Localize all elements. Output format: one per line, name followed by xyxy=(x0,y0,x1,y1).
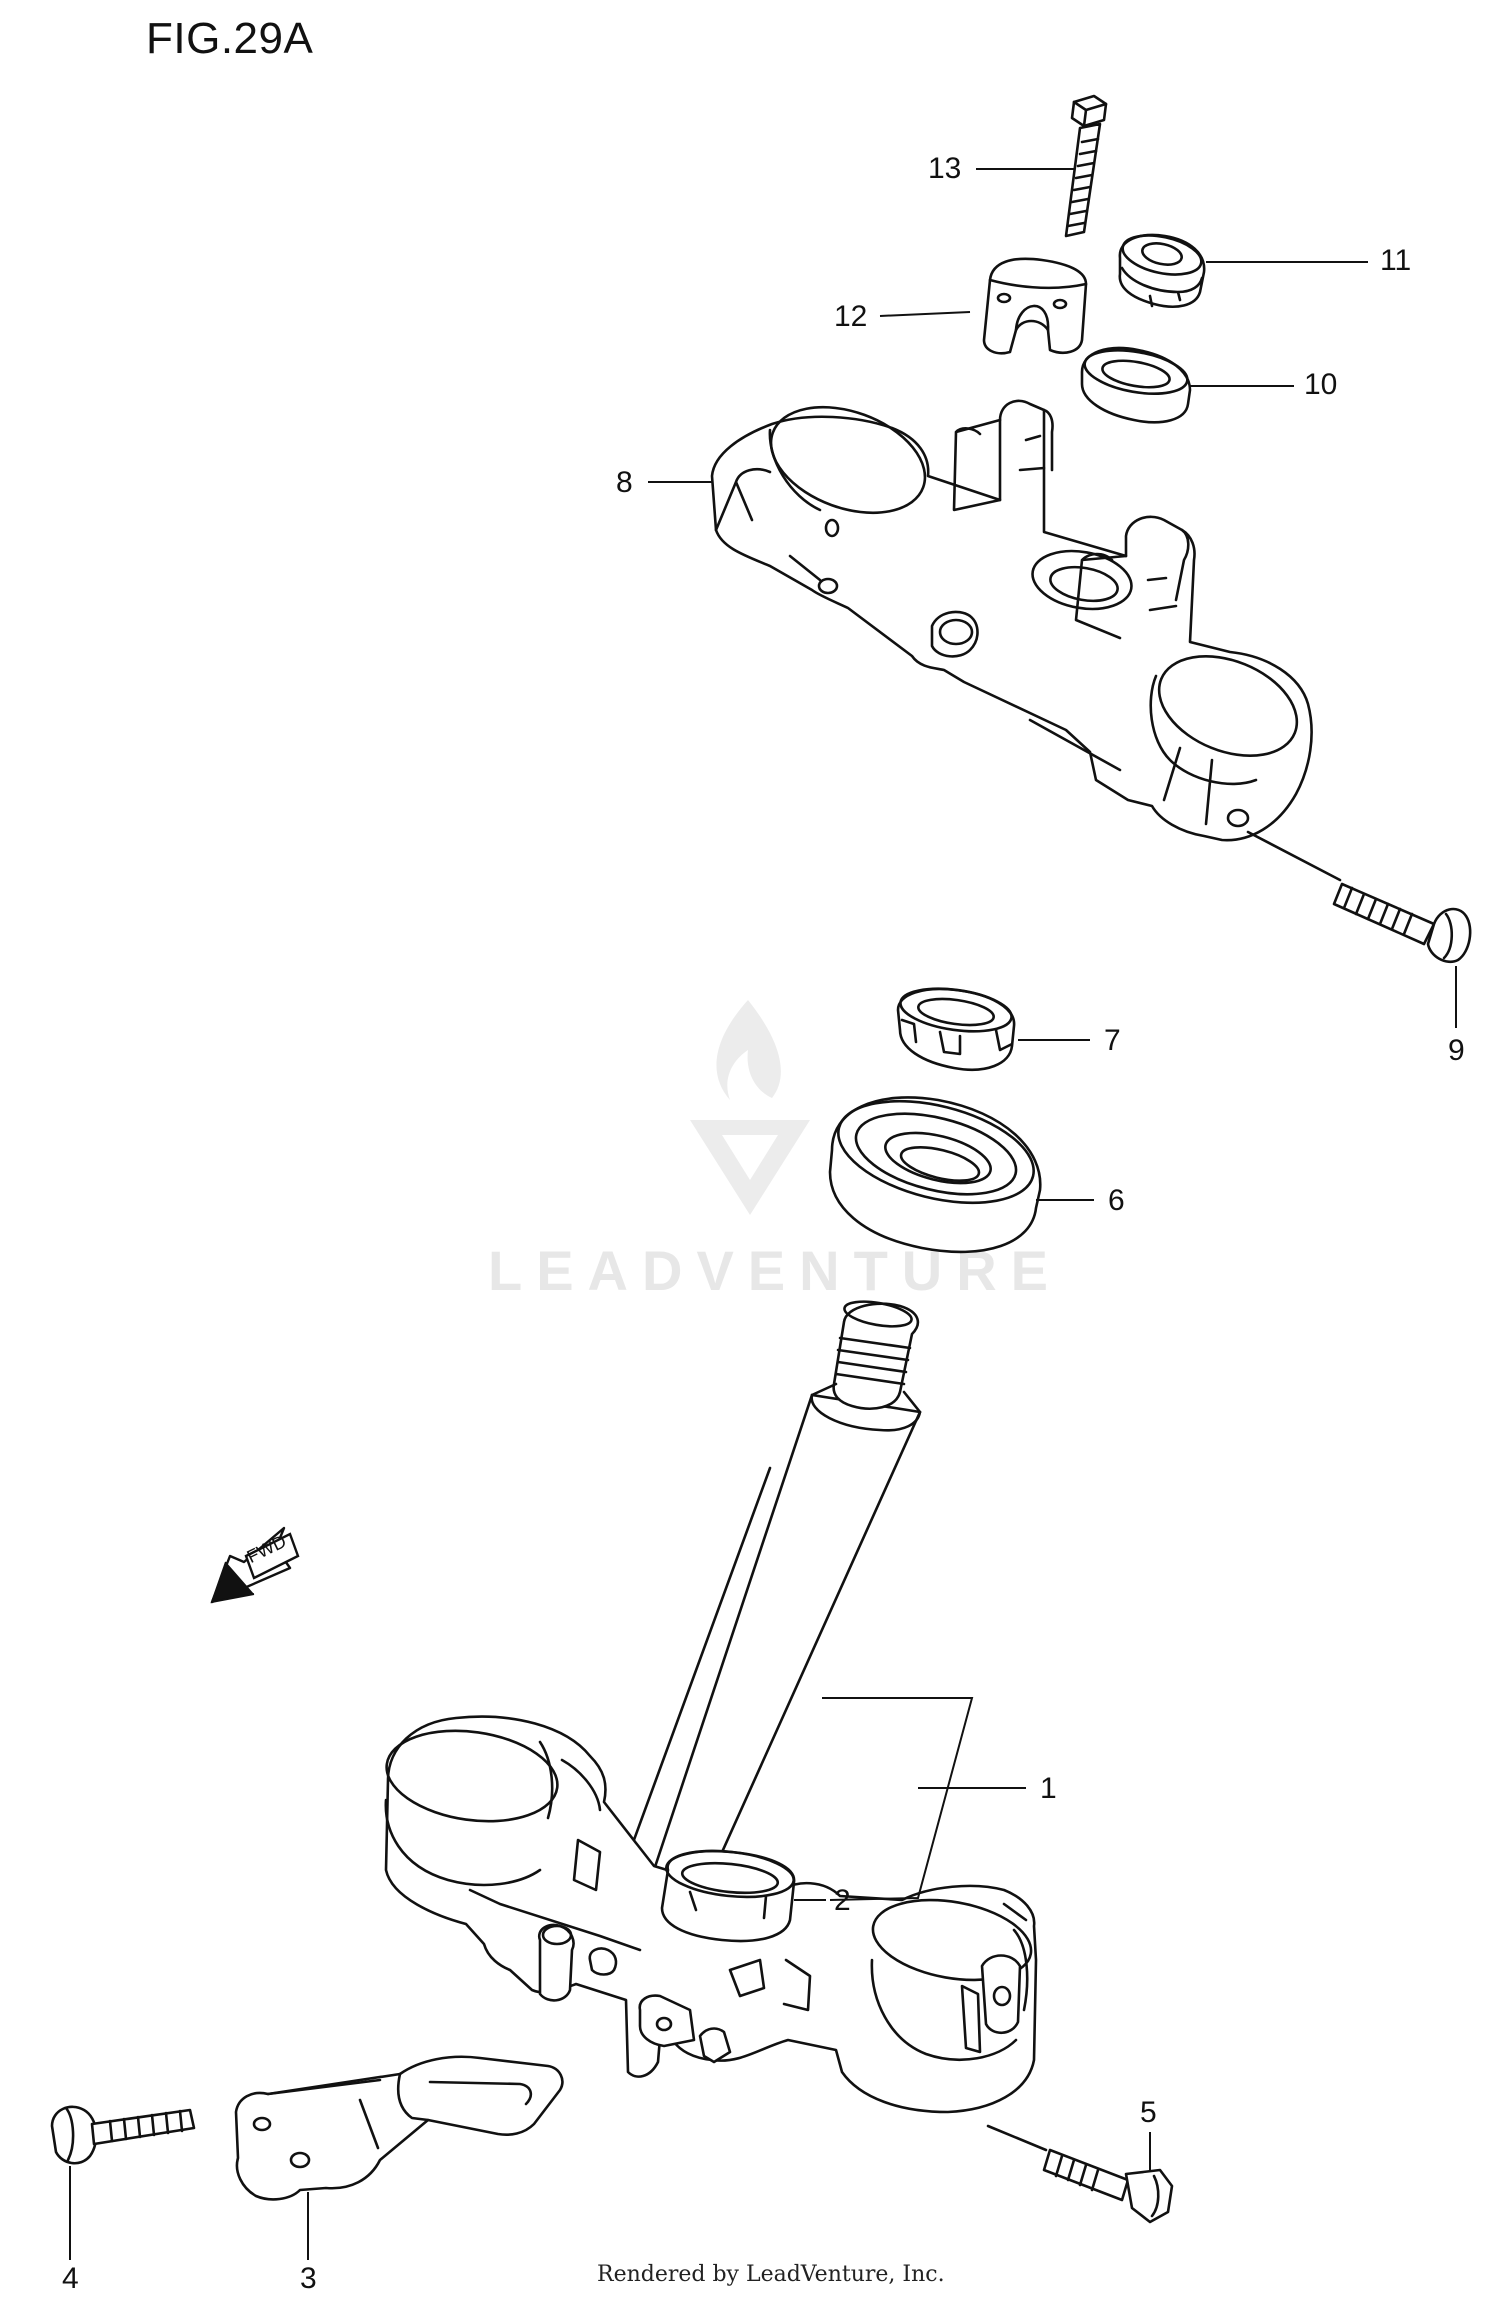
callout-1: 1 xyxy=(1040,1772,1057,1805)
callout-5: 5 xyxy=(1140,2096,1157,2129)
part-2-dust-seal xyxy=(660,1849,796,1943)
callout-9: 9 xyxy=(1448,1034,1465,1067)
callout-8: 8 xyxy=(616,466,633,499)
callout-6: 6 xyxy=(1108,1184,1125,1217)
part-12-handlebar-holder xyxy=(982,257,1088,355)
callout-13: 13 xyxy=(928,152,962,185)
fwd-arrow xyxy=(210,1526,300,1604)
part-13-bolt xyxy=(1064,94,1108,238)
part-4-bolt xyxy=(50,2105,196,2165)
callout-7: 7 xyxy=(1104,1024,1121,1057)
part-5-bolt xyxy=(986,2124,1174,2224)
callout-11: 11 xyxy=(1380,244,1412,277)
callout-4: 4 xyxy=(62,2262,79,2295)
callout-3: 3 xyxy=(300,2262,317,2295)
footer-credit: Rendered by LeadVenture, Inc. xyxy=(597,2262,945,2287)
callout-10: 10 xyxy=(1304,368,1338,401)
leader-lines xyxy=(69,168,1457,2260)
part-7-stem-nut xyxy=(896,987,1016,1072)
part-6-bearing xyxy=(828,1096,1042,1254)
part-9-bolt xyxy=(1246,830,1472,964)
part-11-nut xyxy=(1118,233,1206,308)
figure-title: FIG.29A xyxy=(146,14,314,63)
watermark-logo xyxy=(690,1000,810,1215)
part-10-washer xyxy=(1080,346,1192,424)
callout-12: 12 xyxy=(834,300,868,333)
part-1-steering-stem-lower-bracket xyxy=(384,1300,1038,2114)
part-3-hose-guide xyxy=(234,2055,564,2201)
callout-2: 2 xyxy=(834,1884,851,1917)
part-8-upper-bracket xyxy=(710,399,1313,842)
